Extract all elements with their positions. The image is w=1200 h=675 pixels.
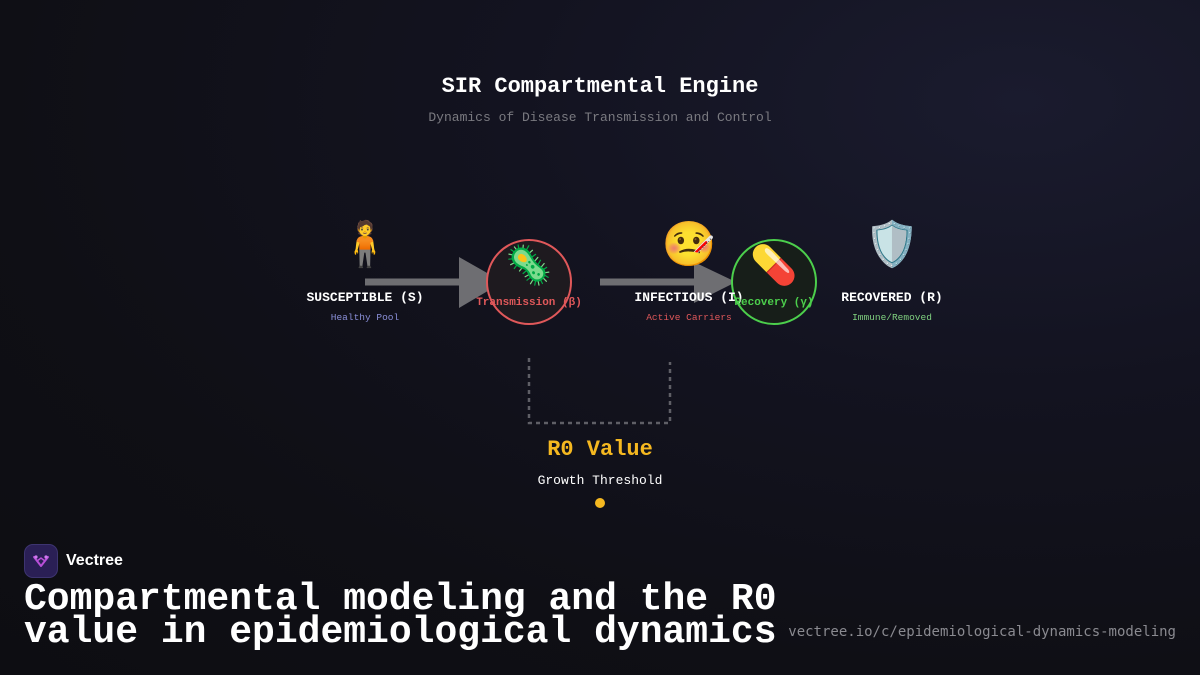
- recovery-rate-label: Recovery (γ): [734, 297, 814, 309]
- flow-arrow-s-to-i-head: [459, 257, 503, 308]
- brand: Vectree: [24, 544, 123, 578]
- transmission-rate-label: Transmission (β): [476, 297, 582, 309]
- r0-subtitle: Growth Threshold: [537, 473, 663, 488]
- headline: Compartmental modeling and the R0 value …: [24, 578, 777, 654]
- recovered-sublabel: Immune/Removed: [852, 312, 932, 323]
- infectious-sublabel: Active Carriers: [646, 312, 732, 323]
- transmission-rate-circle: [486, 239, 572, 325]
- shield-icon: 🛡️: [864, 219, 920, 270]
- brand-name: Vectree: [66, 552, 123, 569]
- virus-icon: 🦠: [505, 243, 553, 287]
- susceptible-label: SUSCEPTIBLE (S): [306, 290, 424, 305]
- recovered-label: RECOVERED (R): [841, 290, 943, 305]
- source-url[interactable]: vectree.io/c/epidemiological-dynamics-mo…: [788, 624, 1176, 640]
- recovery-rate-circle: [731, 239, 817, 325]
- r0-dashed-bracket: [527, 358, 672, 425]
- diagram-title: SIR Compartmental Engine: [441, 74, 759, 99]
- r0-value-title: R0 Value: [547, 437, 653, 462]
- vectree-logo-icon: [24, 544, 58, 578]
- diagram-subtitle: Dynamics of Disease Transmission and Con…: [428, 110, 772, 125]
- susceptible-sublabel: Healthy Pool: [330, 312, 400, 323]
- r0-indicator-dot: [595, 498, 605, 508]
- infectious-label: INFECTIOUS (I): [634, 290, 744, 305]
- sick-face-icon: 🤒: [661, 219, 717, 270]
- pill-icon: 💊: [750, 243, 798, 287]
- person-icon: 🧍: [337, 219, 393, 270]
- flow-arrow-i-to-r-head: [694, 262, 736, 303]
